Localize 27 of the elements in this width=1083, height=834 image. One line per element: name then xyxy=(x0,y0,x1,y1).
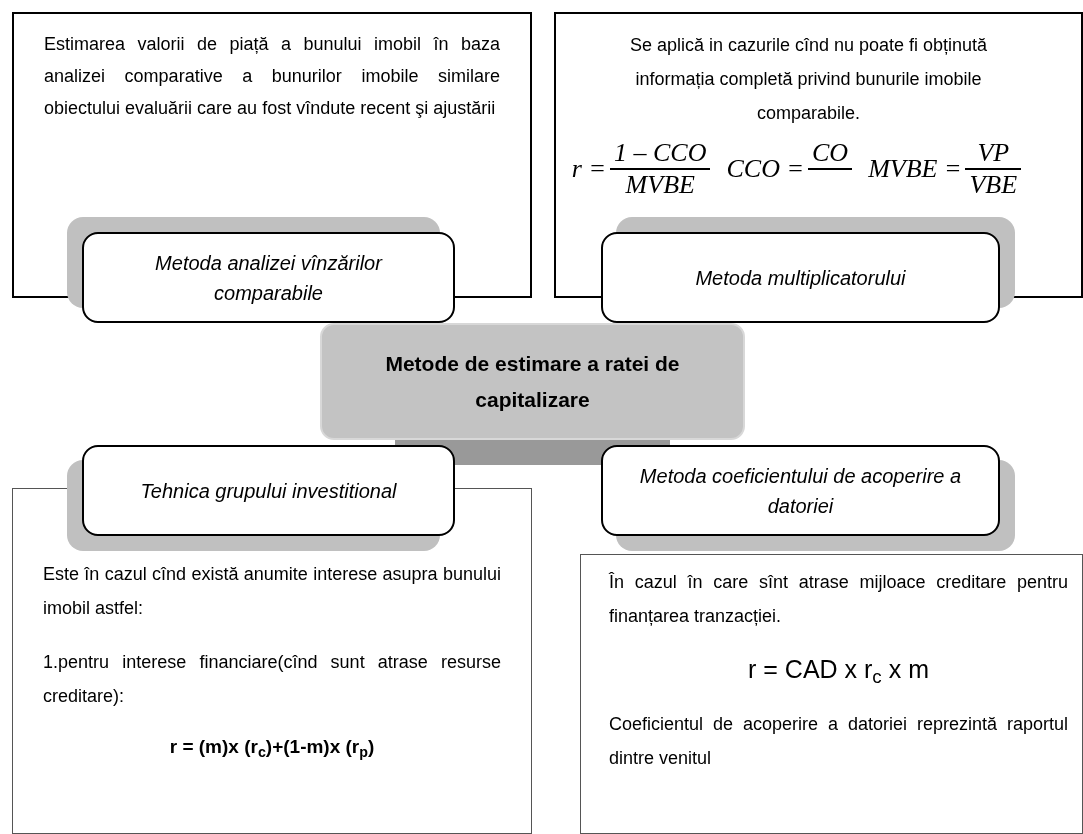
description-text: Este în cazul cînd există anumite interese asupra bunului imobil astfel: xyxy=(43,563,501,620)
method-box xyxy=(82,232,455,323)
formula-denominator: VBE xyxy=(968,169,1019,200)
formula-denominator: MVBE xyxy=(624,169,696,200)
method-box xyxy=(601,232,1000,323)
formula-text: r = (m)x (r$_{c}$)+(1-m)x (r$_{p}$) xyxy=(168,735,376,762)
description-text: În cazul în care sînt atrase mijloace creditare pentru finanțarea tranzacției. xyxy=(609,571,1068,628)
description-box xyxy=(580,554,1083,834)
formula-numerator: VP xyxy=(976,138,1011,168)
formula-numerator: CO xyxy=(811,138,850,168)
formula-text: CCO = xyxy=(726,153,804,186)
formula-numerator: 1 – CCO xyxy=(613,138,708,168)
title-text: Metode de estimare a ratei de capitalizare xyxy=(384,350,681,413)
description-text: 1.pentru interese financiare(cînd sunt atrase resurse creditare): xyxy=(43,651,501,708)
method-name: Metoda multiplicatorului xyxy=(694,265,907,291)
formula-text: MVBE = xyxy=(868,153,962,186)
formula-text: r = CAD x r$_{c}$ x m xyxy=(747,654,930,689)
method-name: Tehnica grupului investitional xyxy=(139,478,398,504)
method-box xyxy=(601,445,1000,536)
method-name: Metoda analizei vînzărilor comparabile xyxy=(154,250,384,306)
description-text: Estimarea valorii de piață a bunului imobil în baza analizei comparative a bunurilor imobile similare obiectului evaluării care au fost vîndute recent şi ajustării xyxy=(43,33,501,120)
description-text: Se aplică in cazurile cînd nu poate fi obținută informația completă privind bunurile imobile comparabile. xyxy=(628,34,989,125)
central-topic-box xyxy=(320,323,745,440)
formula-text: r = xyxy=(571,153,606,186)
description-text: Coeficientul de acoperire a datoriei reprezintă raportul dintre venitul xyxy=(609,712,1068,770)
method-name: Metoda coeficientului de acoperire a datoriei xyxy=(638,463,963,519)
method-box xyxy=(82,445,455,536)
